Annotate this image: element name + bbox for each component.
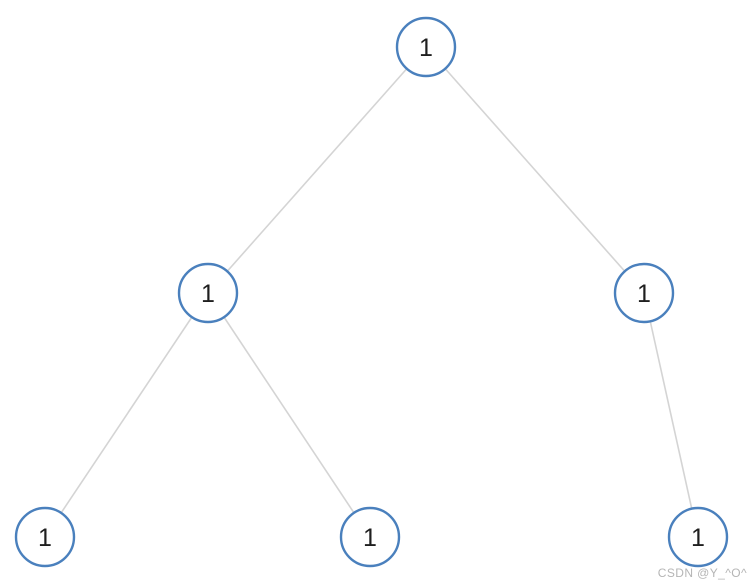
tree-edge-right-to-right-right: [643, 292, 699, 538]
tree-edge-root-to-right: [425, 46, 645, 294]
tree-node-left: 1: [177, 262, 239, 324]
node-circle-left-right: [339, 506, 401, 568]
node-label-right: 1: [637, 280, 651, 308]
node-label-left-left: 1: [38, 524, 52, 552]
node-circle-right: [613, 262, 675, 324]
node-label-left: 1: [201, 280, 215, 308]
tree-node-left-right: 1: [339, 506, 401, 568]
node-label-right-right: 1: [691, 524, 705, 552]
tree-edge-left-to-left-left: [44, 292, 209, 538]
tree-edge-root-to-left: [207, 46, 427, 294]
node-circle-root: [395, 16, 457, 78]
node-circle-left-left: [14, 506, 76, 568]
node-circle-right-right: [667, 506, 729, 568]
watermark: CSDN @Y_^O^: [657, 566, 747, 580]
node-circle-left: [177, 262, 239, 324]
tree-node-right-right: 1: [667, 506, 729, 568]
tree-node-right: 1: [613, 262, 675, 324]
tree-node-left-left: 1: [14, 506, 76, 568]
tree-edge-left-to-left-right: [207, 292, 371, 538]
tree-node-root: 1: [395, 16, 457, 78]
node-label-root: 1: [419, 34, 433, 62]
node-label-left-right: 1: [363, 524, 377, 552]
